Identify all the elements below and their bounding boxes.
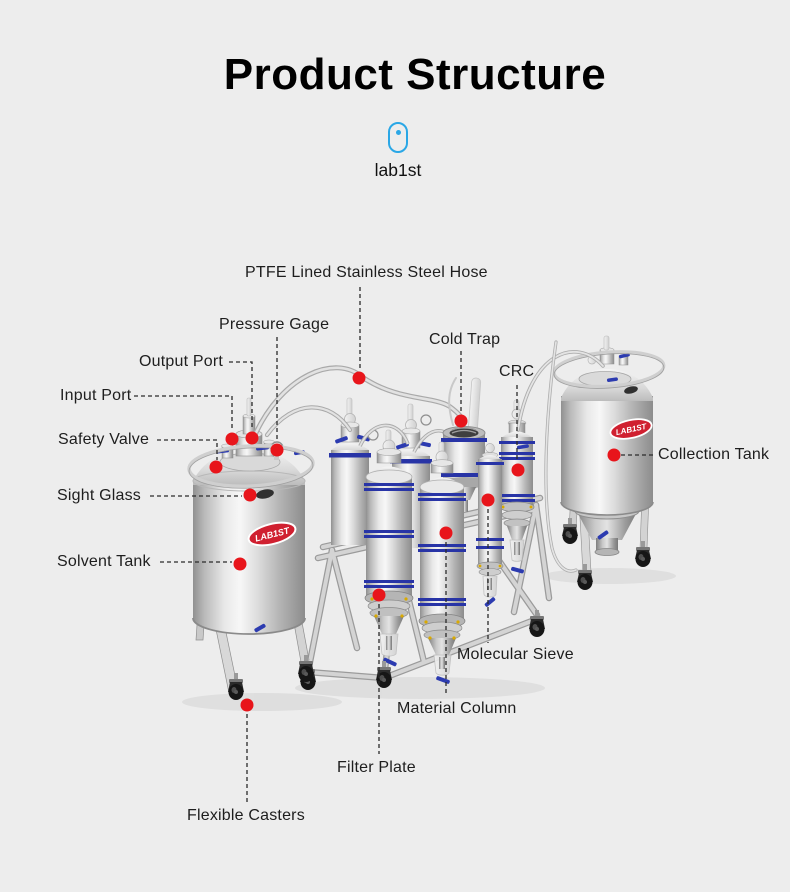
caster-wheel <box>228 673 244 700</box>
cold-trap-tube <box>448 377 457 426</box>
ground-shadows <box>182 568 676 711</box>
brand-name: lab1st <box>374 160 422 180</box>
dot-filter-plate <box>372 588 386 602</box>
condenser-glass-tube <box>467 377 482 435</box>
dot-safety-valve <box>209 460 223 474</box>
solvent-tank-bottom-rim <box>192 617 306 635</box>
extraction-skid-illustration <box>300 377 553 690</box>
callout-solvent-tank: Solvent Tank <box>57 553 151 570</box>
cold-trap-illustration <box>441 426 487 512</box>
collection-tank-body <box>561 396 653 515</box>
back-column <box>329 397 379 545</box>
dot-input-port <box>225 432 239 446</box>
leader-output-port <box>229 361 253 430</box>
dot-molecular-sieve <box>481 493 495 507</box>
solvent-tank-logo: LAB1ST <box>247 521 297 547</box>
solvent-tank-body <box>193 480 305 634</box>
collection-tank-guard-ring-shade <box>553 353 665 389</box>
caster-wheel <box>577 564 593 590</box>
leader-lines <box>134 287 653 803</box>
dot-pressure-gage <box>270 443 284 457</box>
collection-tank-illustration: LAB1ST <box>552 335 666 590</box>
dot-material-column <box>439 526 453 540</box>
callout-cold-trap: Cold Trap <box>429 331 501 348</box>
dot-collection-tank <box>607 448 621 462</box>
leader-safety-valve <box>157 439 218 460</box>
sight-glass-port <box>256 489 274 499</box>
caster-wheel <box>376 661 392 688</box>
collection-tank-outlet-flange <box>594 548 620 556</box>
dot-sight-glass <box>243 488 257 502</box>
dot-cold-trap <box>454 414 468 428</box>
callout-input-port: Input Port <box>60 387 132 404</box>
callout-molecular-sieve: Molecular Sieve <box>457 646 574 663</box>
collection-tank-outlet <box>596 538 618 551</box>
collection-tank-logo: LAB1ST <box>609 418 653 440</box>
callout-pressure-gage: Pressure Gage <box>219 316 330 333</box>
callout-output-port: Output Port <box>139 353 224 370</box>
caster-wheel <box>529 610 545 637</box>
callout-dots <box>209 371 621 712</box>
vial-logo-dot-icon <box>395 130 401 135</box>
collection-tank-drain-valve <box>597 530 609 540</box>
material-column-illustration <box>418 441 466 684</box>
caster-wheel <box>298 655 314 682</box>
callout-flexible-casters: Flexible Casters <box>187 807 305 824</box>
collection-tank-bottom-rim <box>560 501 654 516</box>
callout-filter-plate: Filter Plate <box>337 759 416 776</box>
callout-sight-glass: Sight Glass <box>57 487 142 504</box>
dot-crc <box>511 463 525 477</box>
ptfe-hoses <box>251 340 605 573</box>
dot-ptfe-hose <box>352 371 366 385</box>
callout-collection-tank: Collection Tank <box>658 446 770 463</box>
vial-logo-icon <box>388 122 408 153</box>
solvent-tank-illustration: LAB1ST <box>187 397 315 700</box>
callout-ptfe-hose: PTFE Lined Stainless Steel Hose <box>245 264 488 281</box>
dot-solvent-tank <box>233 557 247 571</box>
leader-input-port <box>134 395 233 431</box>
molecular-sieve-illustration <box>476 443 504 607</box>
caster-wheel <box>562 518 578 544</box>
caster-wheel <box>635 541 651 567</box>
callout-material-column: Material Column <box>397 700 517 717</box>
solvent-tank-drain-valve <box>254 623 266 633</box>
callout-crc: CRC <box>499 363 535 380</box>
solvent-tank-guard-ring-shade <box>188 447 314 489</box>
dot-flexible-casters <box>240 698 254 712</box>
dot-output-port <box>245 431 259 445</box>
callout-safety-valve: Safety Valve <box>58 431 150 448</box>
page-title: Product Structure <box>223 50 607 99</box>
